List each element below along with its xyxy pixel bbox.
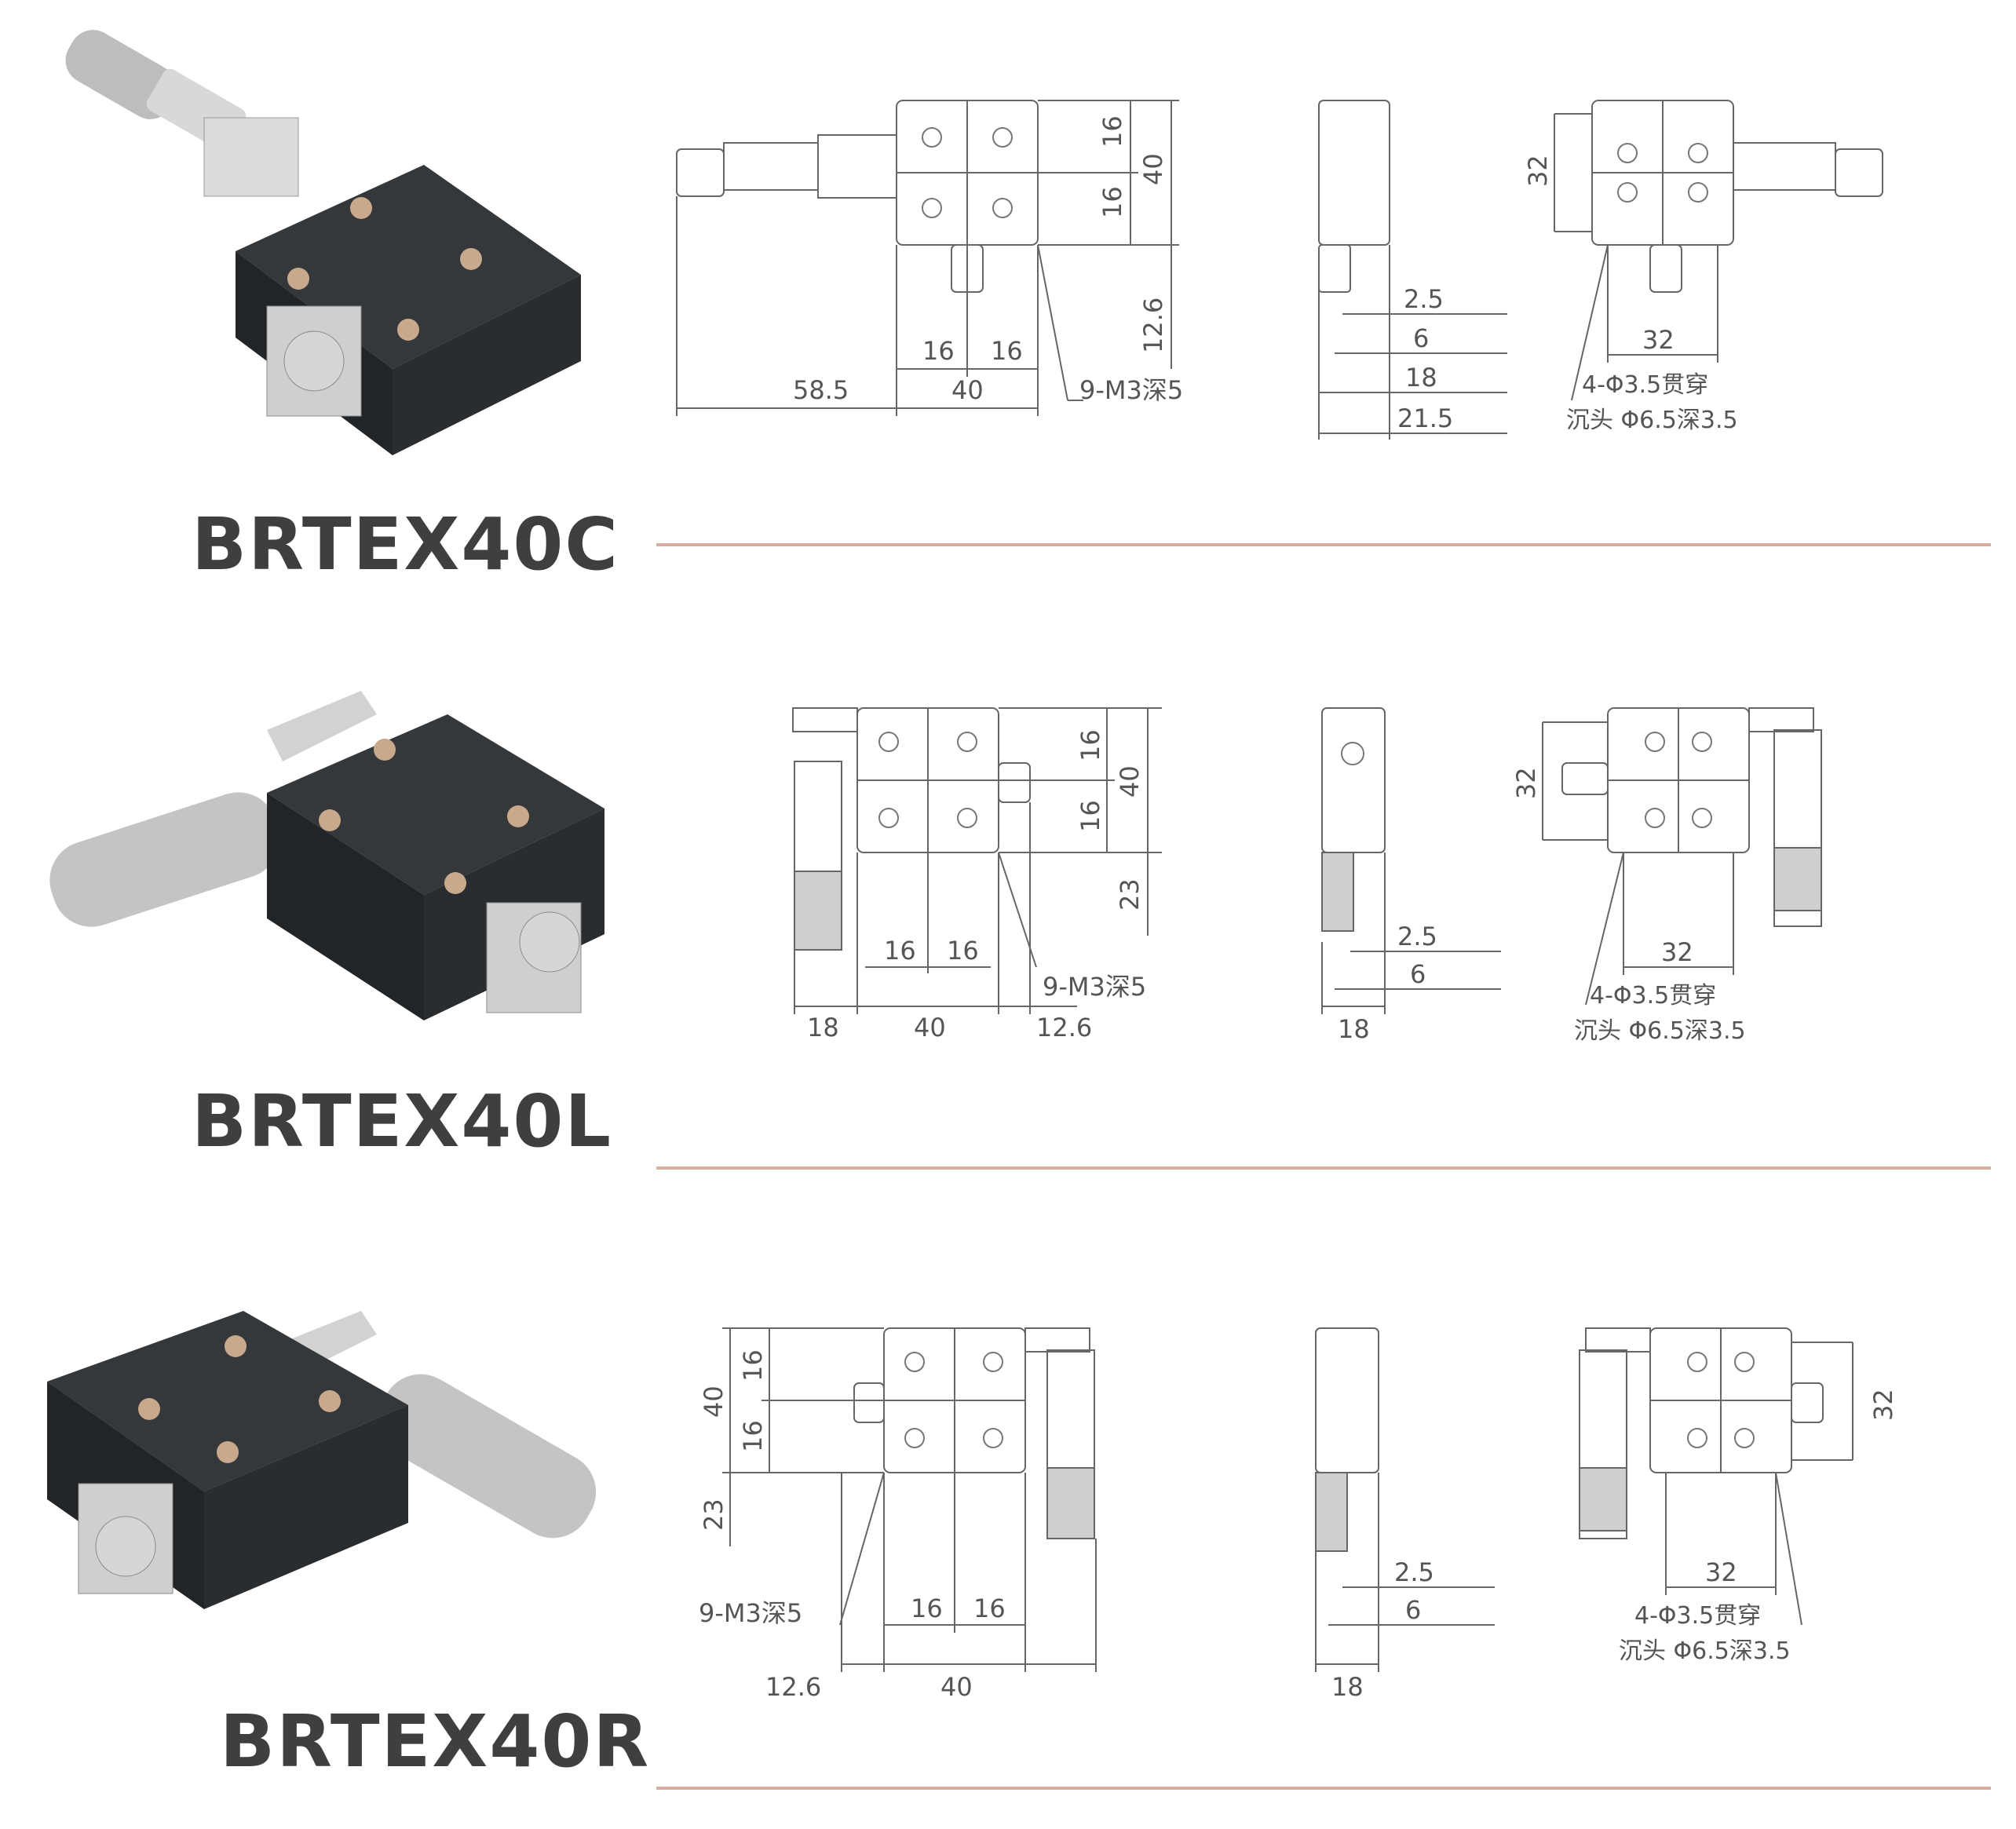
dim-label: 16 xyxy=(1097,186,1127,218)
hole-note: 4-Φ3.5贯穿 xyxy=(1582,371,1708,399)
technical-drawing-brtex40r: 12.6 40 16 16 16 16 40 23 9-M3深5 2.5 6 1… xyxy=(699,1327,1898,1702)
dim-label: 16 xyxy=(1097,115,1127,148)
hole-note: 4-Φ3.5贯穿 xyxy=(1634,1602,1761,1630)
technical-drawing-brtex40l: 18 40 16 16 12.6 16 16 40 23 9-M3深5 2.5 … xyxy=(792,707,1822,1045)
dim-label: 32 xyxy=(1661,937,1693,967)
hole-callout: 9-M3深5 xyxy=(699,1598,802,1628)
product-row-brtex40c: BRTEX40C xyxy=(0,0,2016,597)
hole-callout: 9-M3深5 xyxy=(1043,972,1146,1002)
dim-label: 12.6 xyxy=(765,1672,821,1702)
hole-note: 沉头 Φ6.5深3.5 xyxy=(1574,1017,1746,1045)
dim-label: 32 xyxy=(1642,325,1675,355)
technical-drawing-brtex40c: 58.5 40 16 16 16 16 40 12.6 9-M3深5 2.5 6… xyxy=(676,100,1883,440)
product-photo-brtex40l xyxy=(49,691,604,1020)
section-divider xyxy=(656,543,1991,546)
dim-label: 16 xyxy=(991,336,1023,366)
dim-label: 32 xyxy=(1511,767,1541,799)
dim-label: 40 xyxy=(914,1013,946,1042)
dim-label: 32 xyxy=(1705,1557,1737,1587)
dim-label: 40 xyxy=(1115,765,1145,798)
dim-label: 40 xyxy=(940,1672,973,1702)
hole-callout: 9-M3深5 xyxy=(1079,375,1183,405)
dim-label: 58.5 xyxy=(793,375,849,405)
dim-label: 2.5 xyxy=(1397,922,1437,951)
dim-label: 16 xyxy=(738,1349,768,1382)
dim-label: 40 xyxy=(1138,153,1168,185)
hole-note: 沉头 Φ6.5深3.5 xyxy=(1619,1637,1791,1665)
product-photo-brtex40c xyxy=(65,30,581,455)
dim-label: 18 xyxy=(1405,363,1437,392)
section-divider xyxy=(656,1166,1991,1170)
dim-label: 32 xyxy=(1868,1389,1898,1421)
dim-label: 23 xyxy=(1115,878,1145,911)
dim-label: 16 xyxy=(1076,729,1105,761)
dim-label: 21.5 xyxy=(1397,403,1453,433)
dim-label: 12.6 xyxy=(1036,1013,1092,1042)
dim-label: 16 xyxy=(911,1594,943,1623)
hole-note: 沉头 Φ6.5深3.5 xyxy=(1566,407,1738,434)
dim-label: 18 xyxy=(807,1013,839,1042)
dim-label: 32 xyxy=(1523,155,1553,187)
dim-label: 18 xyxy=(1338,1014,1370,1044)
dim-label: 40 xyxy=(699,1385,729,1418)
dim-label: 18 xyxy=(1331,1672,1364,1702)
product-row-brtex40r: BRTEX40R xyxy=(0,1232,2016,1829)
section-divider xyxy=(656,1787,1991,1790)
product-photo-brtex40r xyxy=(47,1311,597,1609)
product-row-brtex40l: BRTEX40L xyxy=(0,612,2016,1209)
dim-label: 6 xyxy=(1413,323,1429,353)
dim-label: 16 xyxy=(1076,800,1105,832)
dim-label: 40 xyxy=(951,375,984,405)
dim-label: 16 xyxy=(922,336,955,366)
dim-label: 12.6 xyxy=(1138,298,1168,353)
hole-note: 4-Φ3.5贯穿 xyxy=(1590,982,1716,1009)
dim-label: 2.5 xyxy=(1404,284,1444,314)
dim-label: 6 xyxy=(1410,959,1426,989)
dim-label: 6 xyxy=(1405,1595,1421,1625)
model-title: BRTEX40L xyxy=(192,1079,613,1163)
model-title: BRTEX40C xyxy=(192,502,619,586)
dim-label: 16 xyxy=(973,1594,1006,1623)
model-title: BRTEX40R xyxy=(220,1699,651,1783)
dim-label: 16 xyxy=(884,936,916,966)
dim-label: 23 xyxy=(699,1499,729,1531)
dim-label: 16 xyxy=(947,936,979,966)
dim-label: 2.5 xyxy=(1394,1557,1434,1587)
dim-label: 16 xyxy=(738,1420,768,1452)
